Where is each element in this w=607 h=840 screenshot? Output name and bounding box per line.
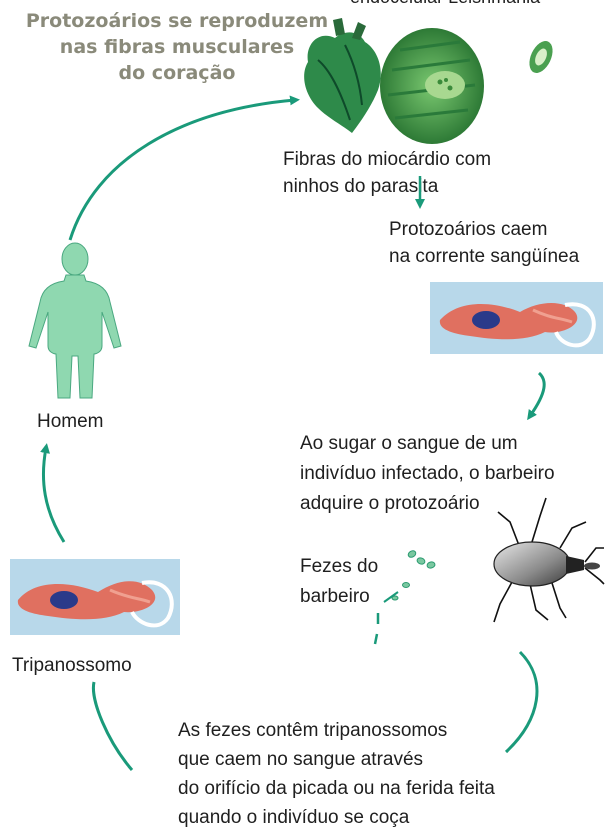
blood-trypanosome-illustration: [430, 282, 603, 354]
feces-drop-line: [375, 613, 378, 644]
heart-illustration: [304, 18, 381, 133]
barbeiro-beetle-illustration: [494, 498, 604, 622]
arrow-human-to-heart: [70, 100, 295, 240]
arrow-trypanosome-to-human: [43, 448, 64, 542]
leishmania-cell-illustration: [525, 37, 557, 76]
feces-dots: [392, 549, 436, 600]
human-figure: [29, 243, 121, 398]
trypanosome-illustration: [10, 559, 180, 635]
arrow-blood-to-bug: [530, 373, 544, 416]
arrow-feces-to-bottom: [506, 652, 537, 752]
arrow-bottom-to-trypanosome: [93, 682, 132, 770]
myocardium-tissue-illustration: [380, 28, 484, 144]
